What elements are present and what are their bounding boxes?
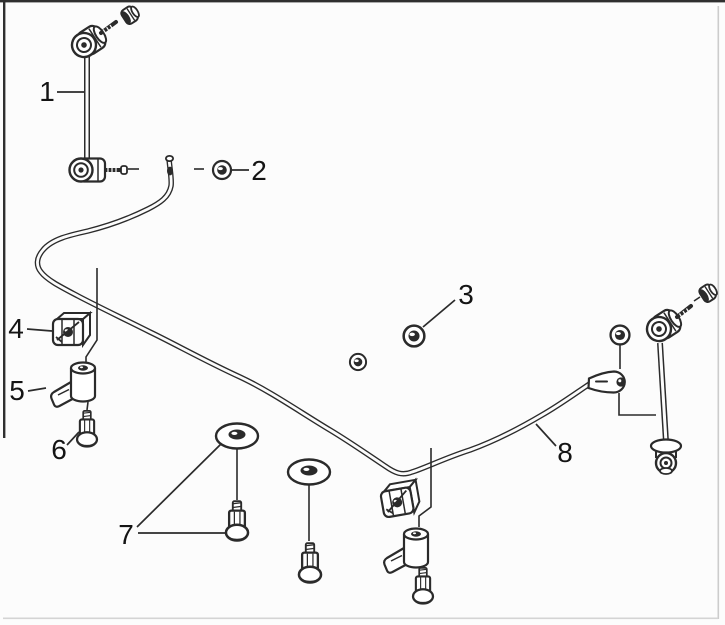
bar-hook-eye-hole [167,166,173,176]
right-link-upper-nut [696,280,721,305]
assembly-line-left-clamp [85,268,98,363]
callout-label-5: 5 [9,375,25,406]
leader-lines [26,91,557,534]
axis-dash-right [693,296,701,302]
washer-2 [286,458,332,486]
border-right [717,6,720,619]
bolt-center [411,566,435,605]
stabilizer-link-left [65,2,143,183]
left-link-upper-ball-joint [65,20,112,64]
leader-5 [27,387,47,392]
right-link-rod-core [658,342,668,443]
bolt-7b [297,541,323,584]
leader-8 [535,423,557,447]
right-link-lower-ball-joint [649,438,683,475]
bracket-left [49,361,97,408]
left-link-upper-stud-threads [102,24,114,34]
leader-7a [136,443,222,528]
nut-right-link [609,324,631,346]
bushing-left [51,311,92,347]
callout-label-6: 6 [51,434,67,465]
nut-3 [402,324,426,348]
border-bottom [3,617,718,620]
stabilizer-bar [34,154,626,477]
callout-label-7: 7 [118,519,134,550]
border-top [0,0,725,3]
callout-label-1: 1 [39,76,55,107]
border-left [3,0,6,438]
callout-label-3: 3 [458,279,474,310]
left-link-upper-stud [99,20,118,35]
bar-right-eye [587,370,626,394]
bolt-left [75,409,99,448]
bar-hook-tip [164,154,174,162]
assembly-line-right-link [618,393,656,416]
callout-label-4: 4 [8,313,24,344]
nut-2 [211,159,233,181]
left-link-lower-ball-joint [68,157,128,183]
bushing-center [378,478,423,519]
leader-6 [66,431,80,446]
washer-1 [214,422,260,450]
bolt-7a [224,499,250,542]
assembly-lines [85,168,701,570]
assembly-line-center-clamp [418,448,432,527]
nut-middle [348,352,368,372]
leader-4 [26,328,53,332]
leader-3 [422,299,456,328]
stabilizer-link-right [640,280,721,475]
stabilizer-bar-core [36,157,593,476]
left-link-upper-nut [118,2,143,27]
right-link-upper-ball-joint [640,304,687,348]
right-link-upper-stud-threads [678,308,690,318]
bracket-center [382,527,430,574]
assembly-line-left-bolt [86,401,89,411]
callout-label-8: 8 [557,437,573,468]
callout-label-2: 2 [251,155,267,186]
